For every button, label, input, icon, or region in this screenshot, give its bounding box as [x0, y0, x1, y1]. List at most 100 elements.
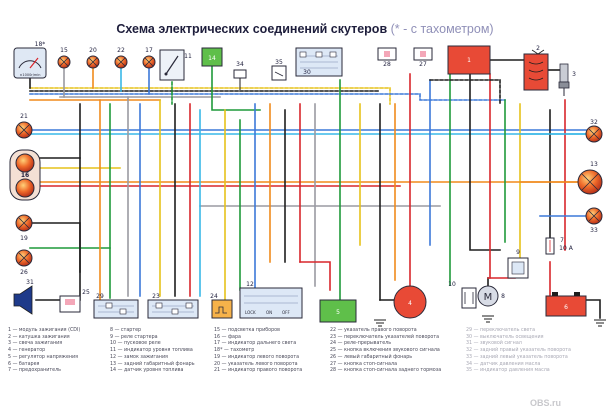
legend-item: 12 — замок зажигания: [110, 354, 168, 360]
fuel-level-indicator: [159, 49, 185, 81]
label-9: 9: [516, 249, 520, 256]
label-20: 20: [89, 47, 97, 54]
legend-item: 9 — реле стартера: [110, 334, 158, 340]
legend-item: 21 — индикатор правого поворота: [214, 368, 303, 374]
headlamp: [9, 149, 41, 201]
label-28: 28: [383, 61, 391, 68]
fuel-level-sensor: [201, 47, 223, 67]
legend-item: 32 — задний правый указатель поворота: [466, 348, 571, 354]
label-35: 35: [275, 59, 283, 66]
lighting-switch: [295, 47, 343, 77]
label-fuse-rating: 10 A: [559, 245, 574, 252]
label-32: 32: [590, 119, 598, 126]
legend-column-1: 1 — модуль зажигания (CDI) 2 — катушка з…: [8, 328, 80, 375]
legend-column-2: 8 — стартер 9 — реле стартера 10 — пуско…: [110, 328, 195, 375]
legend-item: 24 — реле-прерыватель: [330, 341, 392, 347]
battery: [545, 292, 587, 317]
starter-solenoid-relay: [507, 257, 529, 279]
legend-item: 20 — указатель левого поворота: [214, 361, 298, 367]
right-turn-indicator: [15, 121, 33, 139]
legend-item: 29 — переключатель света: [466, 328, 536, 333]
starter-motor-symbol: M: [484, 292, 493, 303]
tachometer-scale-label: ×1000r/min: [19, 73, 40, 77]
horn-button: [59, 295, 81, 313]
lamp-20: [86, 55, 100, 69]
label-26: 26: [20, 269, 28, 276]
legend-item: 34 — датчик давления масла: [466, 361, 541, 367]
legend-item: 7 — предохранитель: [8, 368, 61, 374]
oil-pressure-indicator: [271, 65, 287, 81]
ground-symbol: [594, 319, 606, 327]
wire-fuel-sensor: [211, 65, 261, 111]
ignition-lock-state-off: OFF: [282, 310, 290, 315]
legend-item: 1 — модуль зажигания (CDI): [8, 328, 81, 333]
label-11: 11: [184, 53, 192, 60]
legend-item: 4 — генератор: [8, 348, 46, 354]
legend-item: 14 — датчик уровня топлива: [110, 368, 184, 374]
rear-left-turn-lamp: [585, 207, 603, 225]
oil-pressure-sensor: [233, 69, 247, 90]
label-8: 8: [501, 293, 505, 300]
ignition-coil: [523, 49, 549, 91]
legend-item: 22 — указатель правого поворота: [330, 328, 417, 333]
legend-item: 8 — стартер: [110, 328, 142, 333]
headlight-switch: [93, 299, 139, 319]
tachometer: ×1000r/min: [13, 47, 47, 79]
label-10: 10: [448, 281, 456, 288]
label-19: 19: [20, 235, 28, 242]
label-24: 24: [210, 293, 218, 300]
legend-item: 27 — кнопка стоп-сигнала: [330, 361, 398, 367]
legend-item: 3 — свеча зажигания: [8, 341, 63, 347]
fuse: [545, 237, 555, 255]
label-21: 21: [20, 113, 28, 120]
ground-symbols: [374, 315, 606, 327]
label-6: 6: [564, 304, 568, 311]
label-7: 7: [560, 237, 564, 244]
flasher-relay: [211, 299, 233, 319]
generator: [393, 285, 427, 319]
title-main: Схема электрических соединений скутеров: [116, 22, 388, 36]
legend-item: 35 — индикатор давления масла: [466, 368, 550, 374]
ignition-lock: LOCK ON OFF: [239, 287, 303, 319]
ground-symbol: [374, 319, 386, 327]
turn-signal-switch: [147, 299, 199, 319]
legend-item: 13 — задний габаритный фонарь: [110, 361, 195, 367]
wire-top-bus-3: [29, 93, 506, 101]
diagram-title: Схема электрических соединений скутеров …: [0, 22, 610, 36]
label-4: 4: [408, 300, 412, 307]
lamp-17: [142, 55, 156, 69]
label-3: 3: [572, 71, 576, 78]
ignition-lock-state-on: ON: [266, 310, 272, 315]
wire-battery-black: [584, 299, 601, 319]
label-34: 34: [236, 61, 244, 68]
wire-bottom-red: [299, 261, 331, 291]
label-15: 15: [60, 47, 68, 54]
legend-item: 30 — выключатель освещения: [466, 334, 544, 340]
legend-column-5: 29 — переключатель света 30 — выключател…: [466, 328, 571, 375]
watermark: OBS.ru: [530, 398, 562, 408]
label-1: 1: [467, 57, 471, 64]
wire-top-bus-1: [29, 87, 391, 105]
label-18: 18*: [35, 41, 46, 48]
wire-harness: [23, 59, 601, 319]
legend-item: 6 — батарея: [8, 361, 40, 367]
label-2: 2: [536, 45, 540, 52]
ignition-lock-state-lock: LOCK: [245, 310, 256, 315]
wire-cdi-black: [429, 79, 501, 105]
lamp-22: [114, 55, 128, 69]
label-22: 22: [117, 47, 125, 54]
tail-lamp: [577, 169, 603, 195]
legend-item: 17 — индикатор дальнего света: [214, 341, 297, 347]
label-14: 14: [208, 55, 216, 62]
legend-item: 18* — тахометр: [214, 348, 255, 354]
starter-motor: M: [477, 285, 499, 307]
legend-item: 2 — катушка зажигания: [8, 334, 70, 340]
label-23: 23: [152, 293, 160, 300]
legend-item: 19 — индикатор левого поворота: [214, 354, 300, 360]
lamp-15: [57, 55, 71, 69]
rear-brake-switch: [377, 47, 397, 61]
title-subtitle: (* - с тахометром): [390, 22, 494, 36]
label-31: 31: [26, 279, 34, 286]
